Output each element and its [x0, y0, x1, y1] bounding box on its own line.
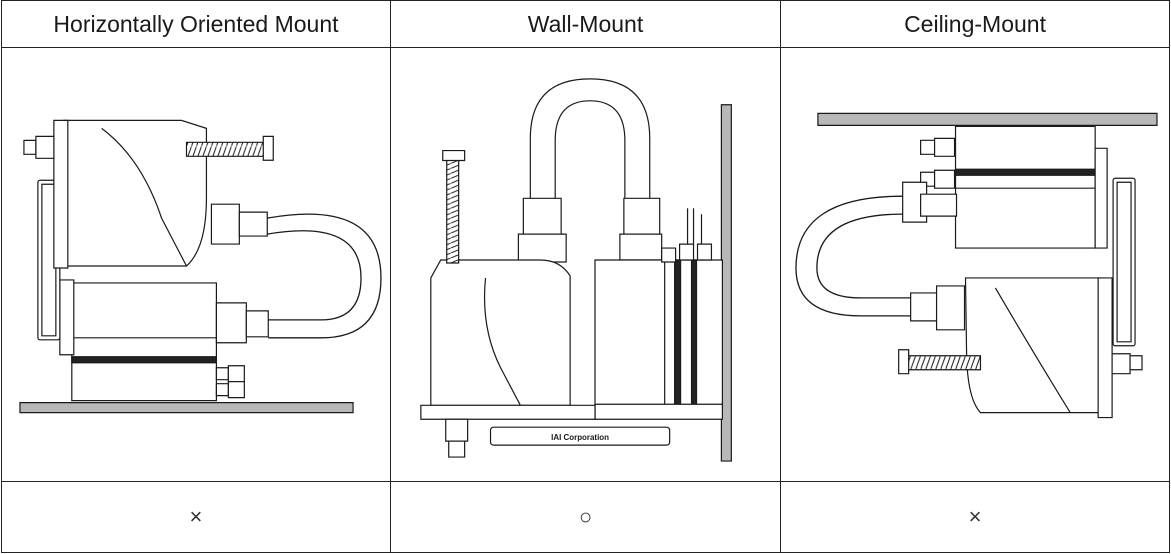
- header-horizontal-mount: Horizontally Oriented Mount: [1, 0, 391, 49]
- cell-horizontal-illustration: [1, 47, 391, 482]
- horizontal-mount-robot-drawing: [2, 48, 390, 480]
- mark-horizontal: ×: [1, 480, 391, 554]
- floor-surface: [20, 403, 353, 413]
- cell-ceiling-illustration: [780, 47, 1170, 482]
- header-row: Horizontally Oriented Mount Wall-Mount C…: [1, 0, 1170, 49]
- wall-brand-label: IAI Corporation: [551, 434, 609, 443]
- wall-mount-robot-drawing: IAI Corporation: [391, 48, 780, 480]
- mark-wall: ○: [389, 480, 782, 554]
- mark-ceiling: ×: [780, 480, 1170, 554]
- cell-wall-illustration: IAI Corporation: [389, 47, 782, 482]
- suitability-row: × ○ ×: [1, 480, 1170, 554]
- ceiling-surface: [818, 114, 1157, 126]
- header-wall-mount: Wall-Mount: [389, 0, 782, 49]
- header-ceiling-mount: Ceiling-Mount: [780, 0, 1170, 49]
- illustration-row: IAI Corporation: [1, 47, 1170, 482]
- ceiling-mount-robot-drawing: [781, 48, 1169, 480]
